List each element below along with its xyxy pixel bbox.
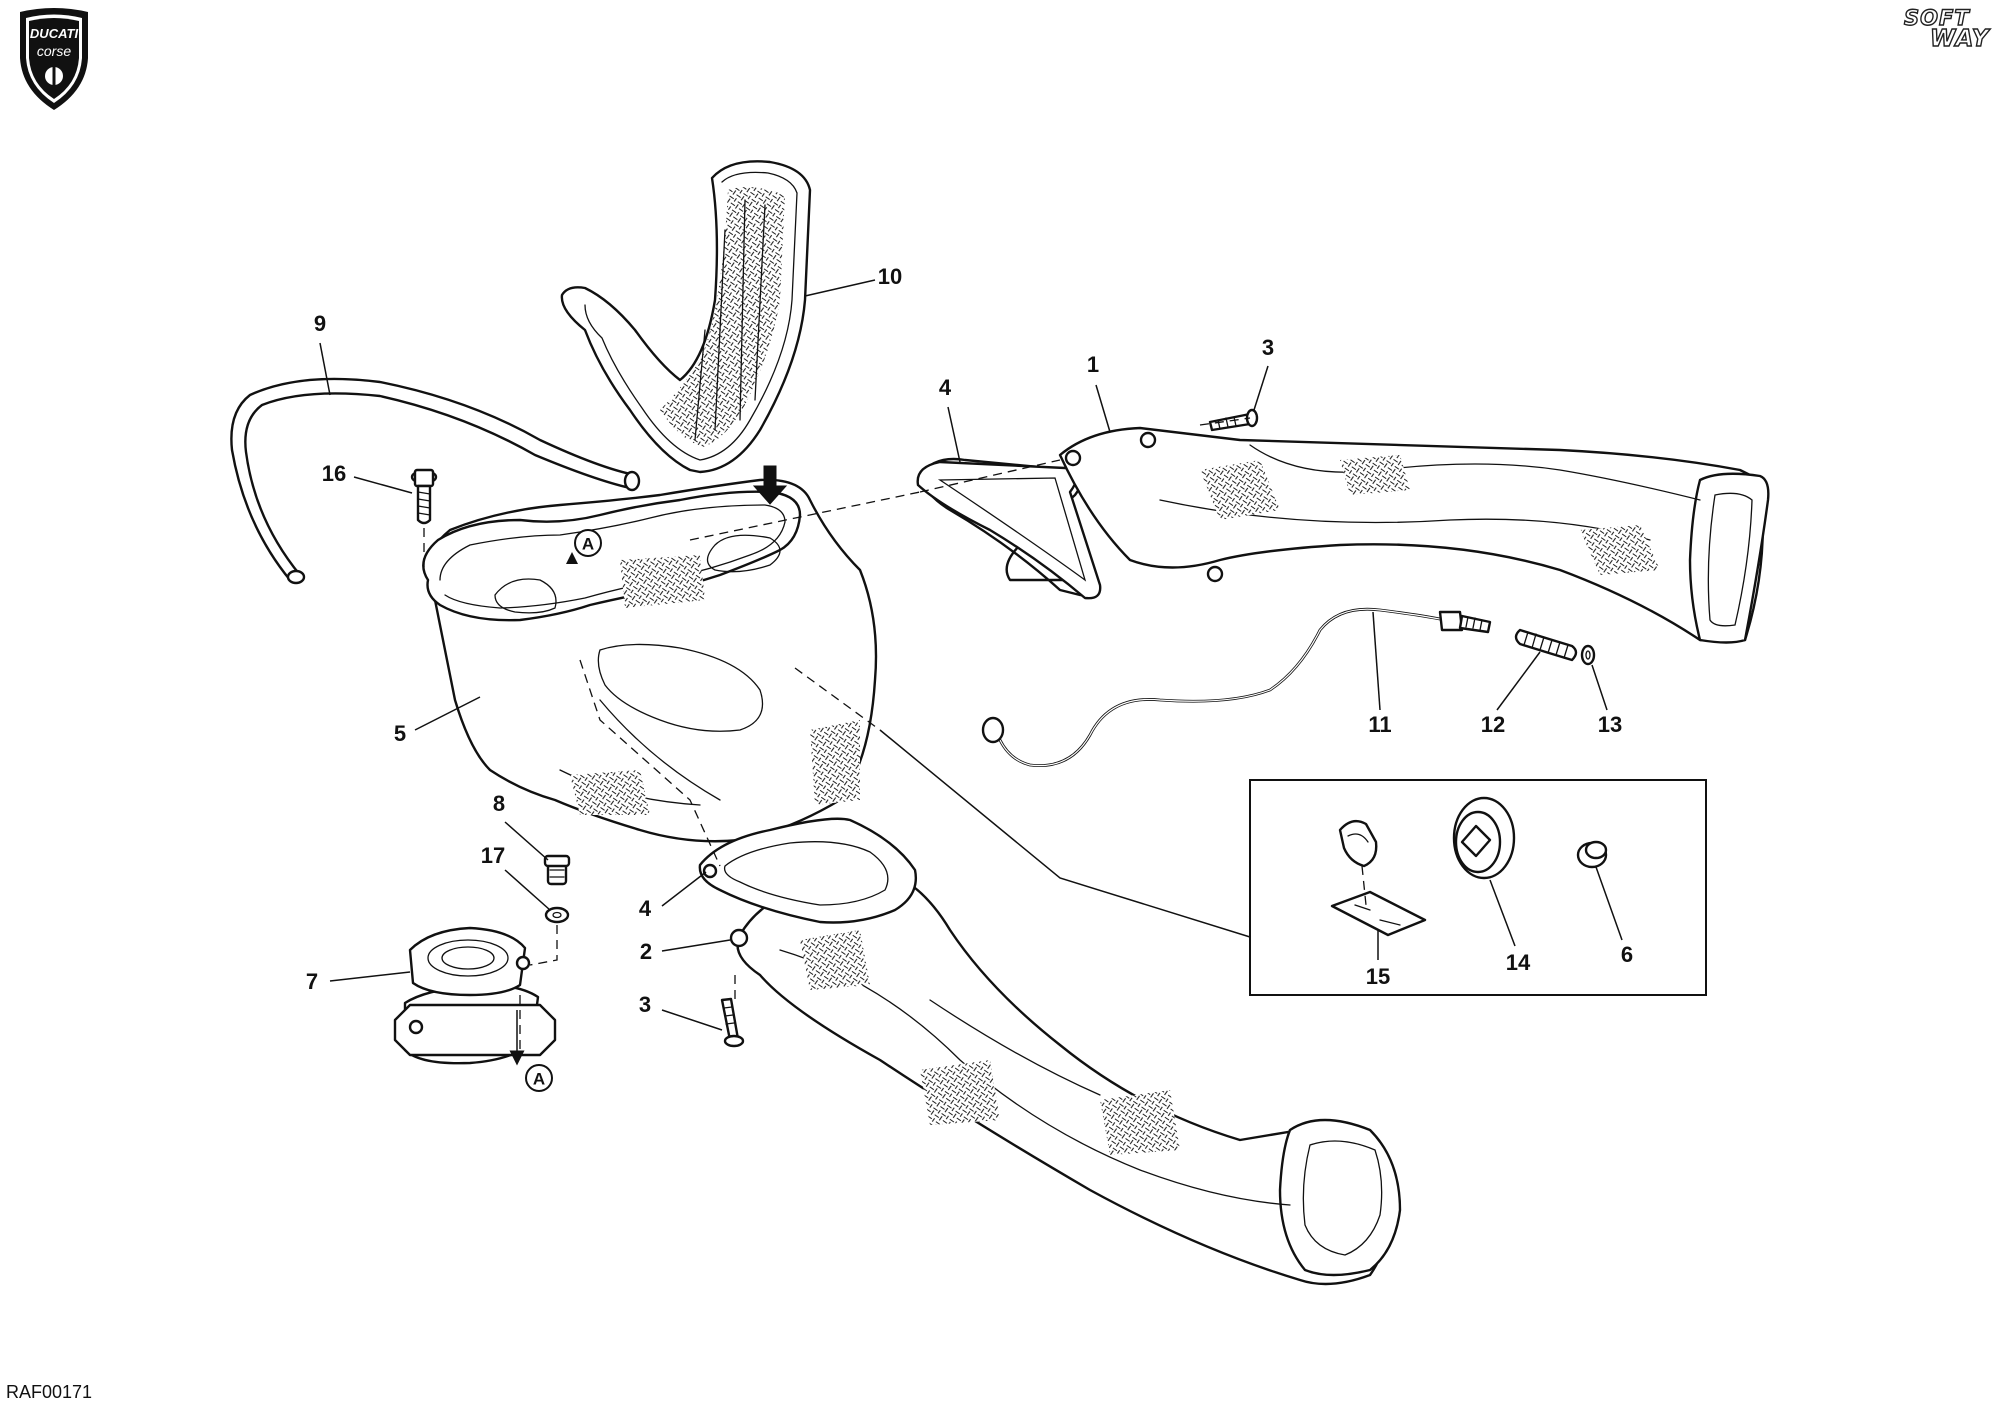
part-2-lower-intake-duct	[729, 868, 1402, 1286]
callout-c10: 10	[878, 264, 902, 289]
callout-leader-c14	[1489, 879, 1516, 947]
part-3-screw-lower	[720, 997, 745, 1048]
reference-letter-lower: A	[533, 1070, 545, 1089]
callout-leader-c13	[1591, 664, 1608, 711]
part-5-air-duct-body	[422, 478, 878, 843]
reference-mark-a-lower: A	[509, 1010, 553, 1092]
callout-c3b: 3	[639, 992, 651, 1017]
callout-c4b: 4	[639, 896, 652, 921]
callout-leader-c16	[353, 476, 413, 494]
brand-logo-line2: corse	[37, 43, 71, 59]
part-3-screw-upper	[1208, 408, 1259, 432]
callout-leader-c6	[1595, 866, 1623, 941]
callout-leader-c17	[504, 869, 551, 911]
callout-leader-c4a	[947, 406, 961, 463]
callout-leader-c12	[1496, 651, 1541, 711]
callout-c9: 9	[314, 311, 326, 336]
part-4-gasket-upper	[916, 457, 1102, 600]
part-13-nut	[1580, 644, 1596, 666]
part-10-filter-screen	[560, 160, 812, 474]
callout-leader-c7	[329, 971, 411, 982]
callout-c3a: 3	[1262, 335, 1274, 360]
part-4-gasket-lower	[698, 817, 917, 924]
callout-c14: 14	[1506, 950, 1531, 975]
part-15-bracket	[1330, 819, 1427, 937]
reference-letter-upper: A	[582, 535, 594, 554]
callout-leader-c2	[661, 939, 731, 952]
callout-leader-c1	[1095, 384, 1111, 433]
part-17-washer	[544, 906, 570, 924]
reference-mark-a-upper: A	[566, 529, 602, 564]
drawing-code: RAF00171	[6, 1382, 93, 1402]
callout-leader-c3a	[1253, 365, 1269, 411]
part-11-cable	[981, 607, 1492, 768]
callout-c12: 12	[1481, 712, 1505, 737]
callout-c7: 7	[306, 969, 318, 994]
part-12-spring	[1514, 628, 1578, 662]
callout-c11: 11	[1368, 712, 1391, 737]
callout-c5: 5	[394, 721, 406, 746]
callout-leader-c5	[414, 696, 481, 731]
callout-c6: 6	[1621, 942, 1633, 967]
part-14-grommet	[1452, 796, 1516, 880]
callout-c1: 1	[1087, 352, 1099, 377]
assembly-lines	[423, 417, 1251, 1055]
part-16-bolt	[410, 468, 438, 525]
callout-c13: 13	[1598, 712, 1622, 737]
callout-c8: 8	[493, 791, 505, 816]
callout-c2: 2	[640, 939, 652, 964]
part-6-rubber-plug	[1576, 840, 1608, 869]
callout-leader-c3b	[661, 1009, 723, 1031]
part-7-connector-boot	[393, 926, 557, 1065]
publisher-logo-line2: WAY	[1929, 25, 1990, 52]
callout-leader-c10	[804, 279, 876, 297]
insertion-arrow	[752, 465, 788, 505]
softway-logo: SOFT WAY	[1900, 5, 1994, 54]
callout-c15: 15	[1366, 964, 1390, 989]
callout-leader-c4b	[661, 871, 707, 907]
callout-c16: 16	[322, 461, 346, 486]
brand-logo-line1: DUCATI	[30, 26, 79, 41]
callout-leader-c8	[504, 821, 549, 861]
callout-c17: 17	[481, 843, 505, 868]
part-9-rubber-seal	[230, 377, 641, 585]
callout-c4a: 4	[939, 375, 952, 400]
ducati-corse-logo: DUCATI corse	[20, 8, 88, 110]
part-8-bolt	[543, 854, 571, 886]
publisher-logo-line1: SOFT	[1903, 5, 1970, 30]
callout-leader-c11	[1372, 611, 1381, 711]
callout-leader-c9	[319, 342, 331, 396]
part-1-upper-intake-duct	[1058, 426, 1770, 644]
